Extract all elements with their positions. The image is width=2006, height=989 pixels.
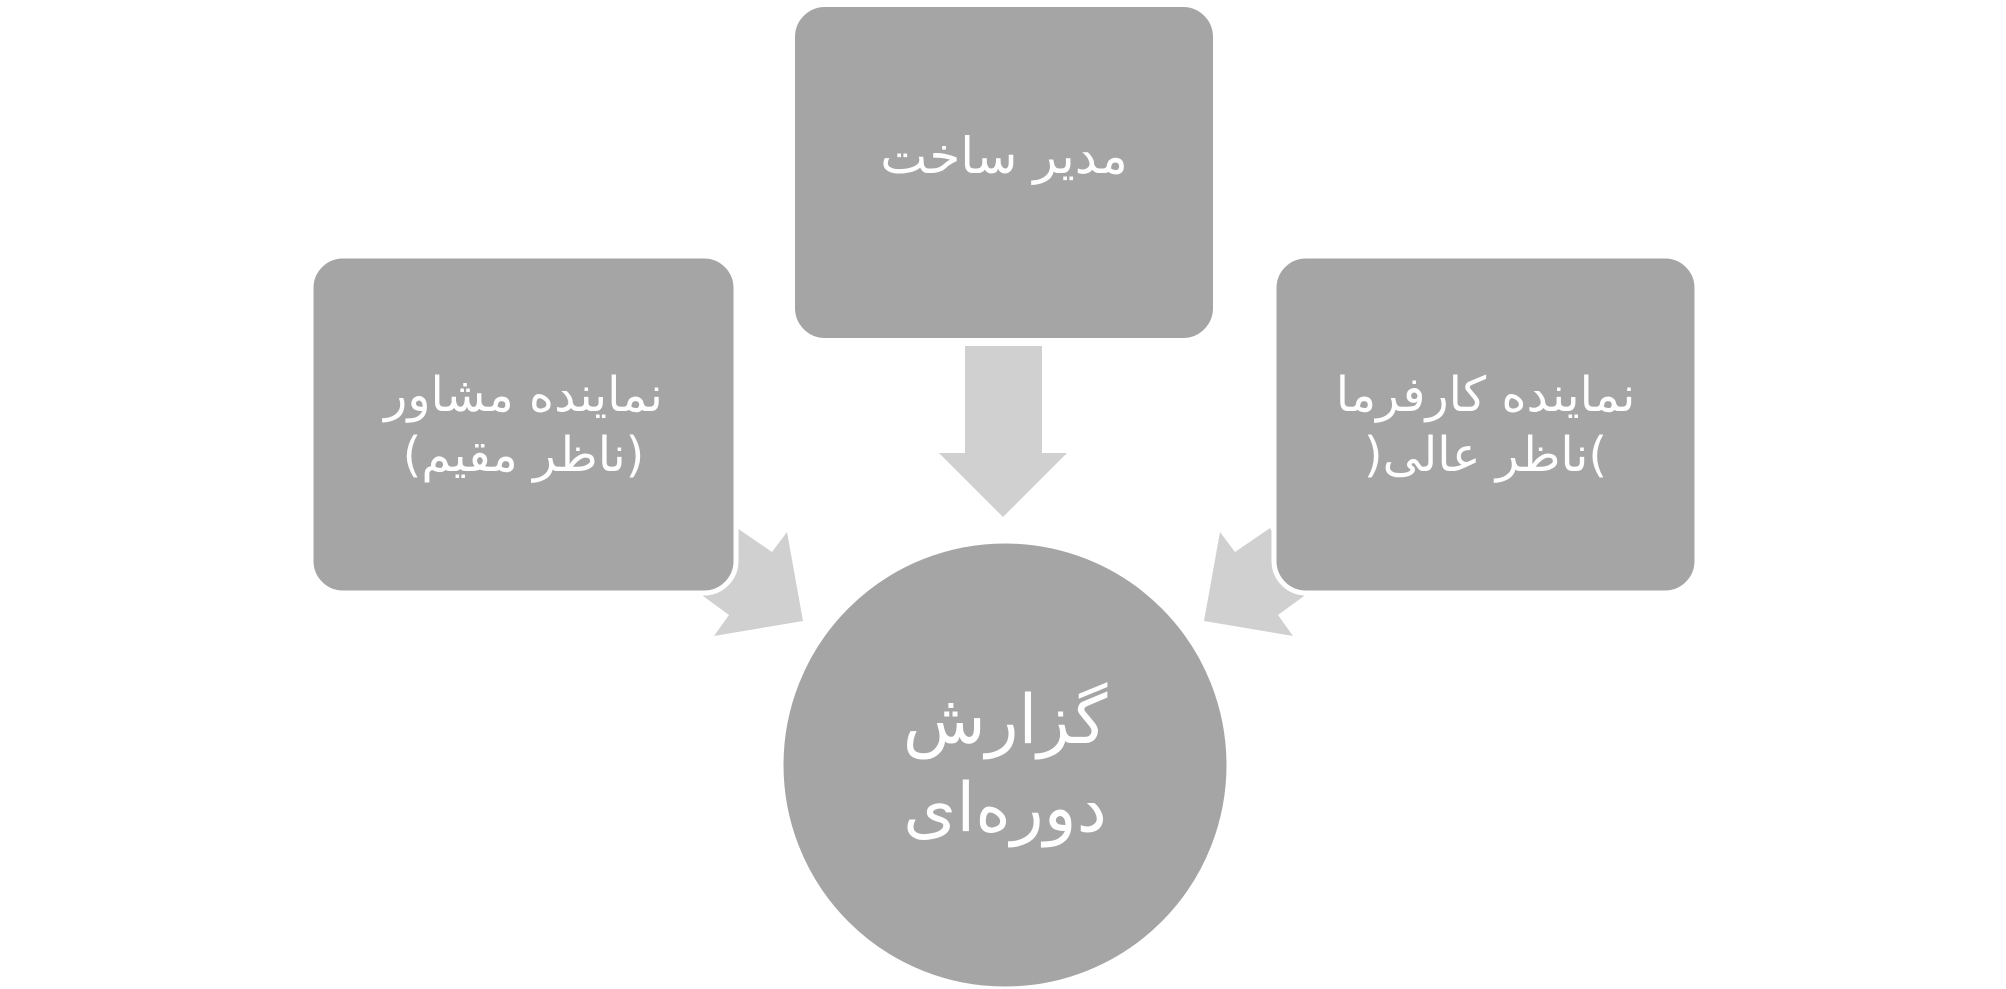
node-center-line-1: گزارش	[902, 680, 1108, 760]
arrow-top-to-center	[939, 346, 1067, 517]
node-right-line-2: )ناظر عالی(	[1363, 426, 1608, 483]
node-center-circle[interactable]	[780, 540, 1230, 989]
node-center-label: گزارش دوره‌ای	[782, 542, 1228, 988]
node-left-line-1: نماینده مشاور	[384, 366, 663, 423]
node-left-label: نماینده مشاور (ناظر مقیم)	[311, 256, 736, 593]
node-top-label: مدیر ساخت	[793, 5, 1215, 340]
node-right-line-1: نماینده کارفرما	[1335, 366, 1636, 423]
node-right-label: نماینده کارفرما )ناظر عالی(	[1274, 256, 1697, 593]
node-top-line-1: مدیر ساخت	[880, 127, 1128, 185]
node-right-box[interactable]	[1271, 253, 1700, 596]
node-top-box[interactable]	[791, 3, 1217, 342]
node-left-box[interactable]	[308, 253, 739, 596]
node-left-line-2: (ناظر مقیم)	[402, 426, 645, 483]
node-center-line-2: دوره‌ای	[903, 769, 1107, 848]
